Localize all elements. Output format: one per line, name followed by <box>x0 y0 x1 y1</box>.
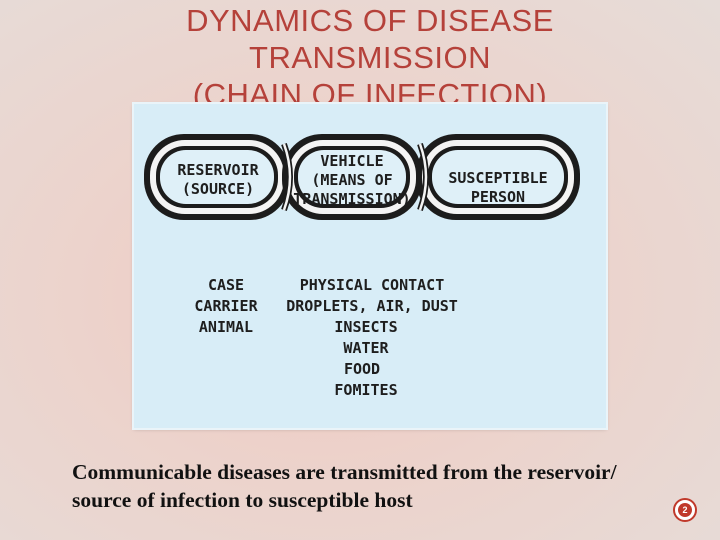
slide-caption: Communicable diseases are transmitted fr… <box>72 458 702 514</box>
vehicle-type-water: WATER <box>343 339 389 357</box>
vehicle-label-line-3: TRANSMISSION) <box>293 190 410 208</box>
title-line-2: TRANSMISSION <box>120 39 620 76</box>
chain-of-infection-figure: RESERVOIR (SOURCE) VEHICLE (MEANS OF TRA… <box>134 104 606 428</box>
page-number: 2 <box>678 503 692 517</box>
vehicle-type-fomites: FOMITES <box>334 381 397 399</box>
chain-diagram: RESERVOIR (SOURCE) VEHICLE (MEANS OF TRA… <box>134 104 606 428</box>
vehicle-type-food: FOOD <box>344 360 380 378</box>
reservoir-label-line-1: RESERVOIR <box>177 161 259 179</box>
vehicle-type-droplets: DROPLETS, AIR, DUST <box>286 297 458 315</box>
vehicle-label-line-1: VEHICLE <box>320 152 383 170</box>
reservoir-type-carrier: CARRIER <box>194 297 258 315</box>
reservoir-type-case: CASE <box>208 276 244 294</box>
title-line-1: DYNAMICS OF DISEASE <box>120 2 620 39</box>
vehicle-type-physical-contact: PHYSICAL CONTACT <box>300 276 445 294</box>
slide-title: DYNAMICS OF DISEASE TRANSMISSION (CHAIN … <box>120 2 620 113</box>
caption-line-2: source of infection to susceptible host <box>72 486 702 514</box>
susceptible-label-line-1: SUSCEPTIBLE <box>448 169 547 187</box>
reservoir-type-animal: ANIMAL <box>199 318 253 336</box>
susceptible-label-line-2: PERSON <box>471 188 525 206</box>
vehicle-type-insects: INSECTS <box>334 318 397 336</box>
reservoir-label-line-2: (SOURCE) <box>182 180 254 198</box>
vehicle-label-line-2: (MEANS OF <box>311 171 392 189</box>
page-number-badge: 2 <box>673 498 697 522</box>
caption-line-1: Communicable diseases are transmitted fr… <box>72 458 702 486</box>
